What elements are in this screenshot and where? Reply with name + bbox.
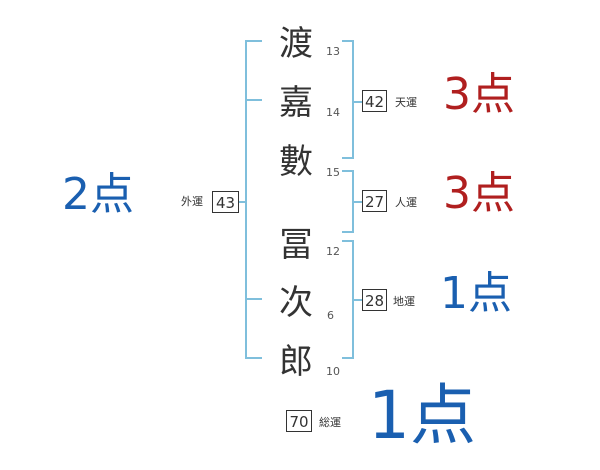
outer-bracket-connector xyxy=(238,201,247,203)
tenun-bracket-connector xyxy=(352,101,362,103)
outer-bracket-mid1 xyxy=(245,99,262,101)
stroke-count-3: 15 xyxy=(326,166,340,179)
jinun-value-box: 27 xyxy=(362,190,387,212)
name-char-5: 次 xyxy=(279,283,313,323)
tenun-bracket-bottom xyxy=(342,157,354,159)
stroke-count-5: 6 xyxy=(327,309,334,322)
stroke-count-6: 10 xyxy=(326,365,340,378)
name-char-6: 郎 xyxy=(279,342,313,382)
chiun-bracket-top xyxy=(342,240,354,242)
chiun-score: 1点 xyxy=(440,268,512,319)
jinun-bracket-connector xyxy=(352,201,362,203)
tenun-label: 天運 xyxy=(395,96,417,109)
outer-bracket-vertical xyxy=(245,40,247,359)
tenun-value-box: 42 xyxy=(362,90,387,112)
outer-bracket-bottom xyxy=(245,357,262,359)
outer-bracket-mid2 xyxy=(245,298,262,300)
name-char-2: 嘉 xyxy=(279,83,313,123)
stroke-count-2: 14 xyxy=(326,106,340,119)
jinun-bracket-bottom xyxy=(342,231,354,233)
name-char-1: 渡 xyxy=(279,24,313,64)
tenun-bracket-top xyxy=(342,40,354,42)
outer-bracket-top xyxy=(245,40,262,42)
tenun-bracket-vertical xyxy=(352,40,354,159)
tenun-score: 3点 xyxy=(443,69,515,120)
jinun-score: 3点 xyxy=(443,168,515,219)
chiun-bracket-connector xyxy=(352,299,362,301)
gaiun-value-box: 43 xyxy=(212,191,239,213)
name-char-4: 冨 xyxy=(279,225,313,265)
gaiun-score: 2点 xyxy=(62,169,134,220)
souun-value-box: 70 xyxy=(286,410,312,432)
souun-label: 総運 xyxy=(319,416,341,429)
chiun-label: 地運 xyxy=(393,295,415,308)
name-char-3: 數 xyxy=(279,142,313,182)
chiun-bracket-bottom xyxy=(342,357,354,359)
jinun-label: 人運 xyxy=(395,196,417,209)
jinun-bracket-top xyxy=(342,170,354,172)
souun-score: 1点 xyxy=(368,377,476,454)
stroke-count-1: 13 xyxy=(326,45,340,58)
stroke-count-4: 12 xyxy=(326,245,340,258)
chiun-value-box: 28 xyxy=(362,289,387,311)
gaiun-label: 外運 xyxy=(181,195,203,208)
